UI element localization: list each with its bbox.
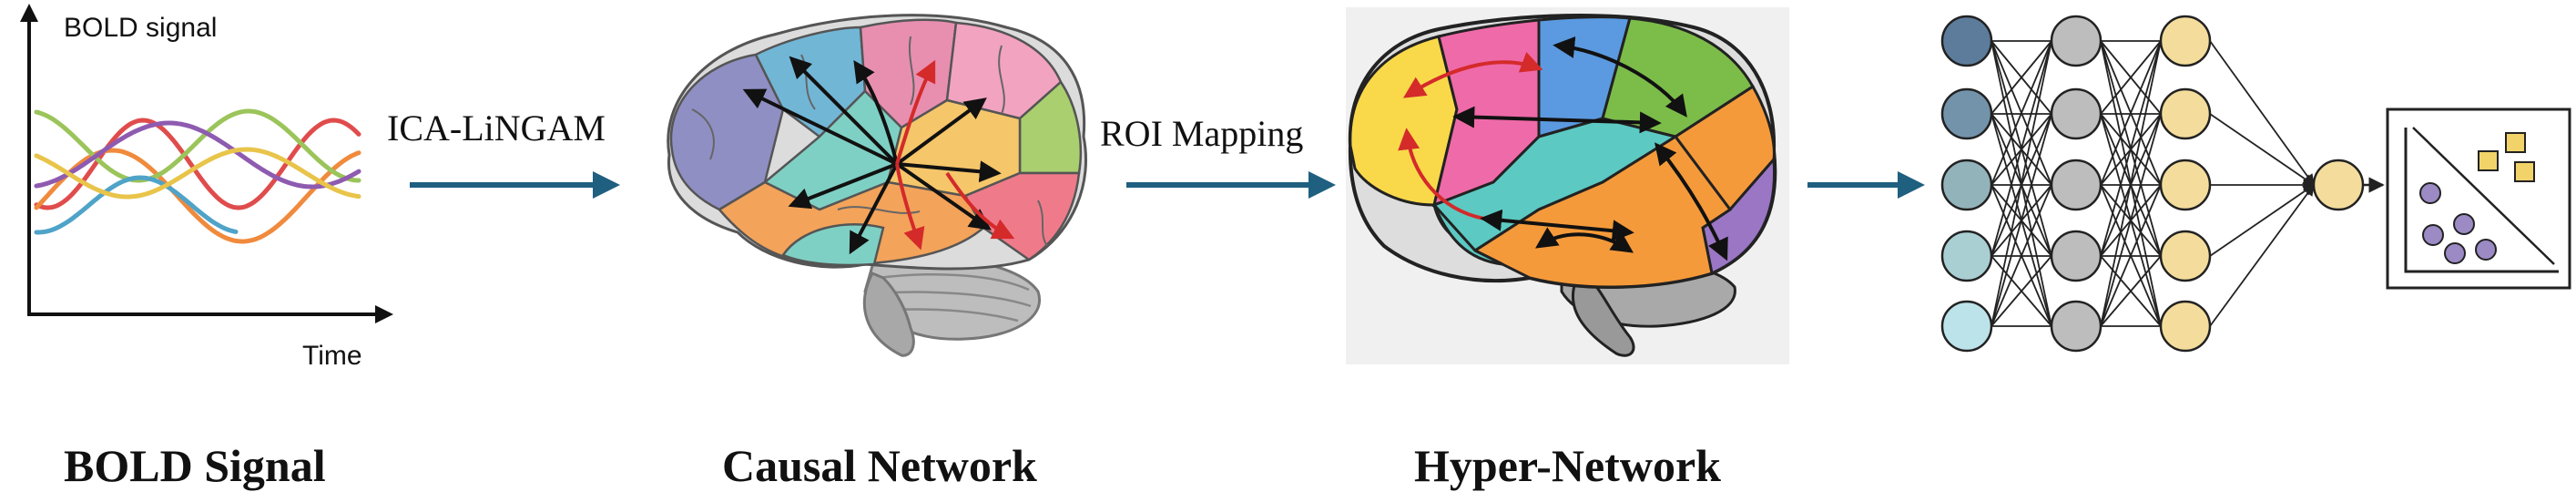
nn-edge (1991, 255, 2052, 327)
nn-edge (2100, 255, 2162, 327)
bold-wave (34, 108, 361, 183)
nn-edges (1991, 40, 2316, 327)
nn-nodes (1940, 15, 2365, 353)
bold-wave (34, 120, 361, 190)
x-axis-arrowhead (375, 305, 393, 323)
nn-edge (2209, 113, 2316, 186)
scatter-axes (2404, 128, 2559, 273)
causal-sulci (691, 36, 1048, 247)
classifier-scatter-panel (2386, 108, 2571, 290)
nn-edge (2209, 40, 2315, 187)
scatter-frame (2386, 108, 2571, 290)
cluster-b-circles (2419, 182, 2497, 264)
nn-edge (2100, 40, 2162, 327)
nn-node (1940, 87, 1993, 140)
nn-edge (2209, 184, 2316, 257)
bold-waves (34, 108, 361, 244)
nn-edge (1991, 184, 2052, 327)
neural-network (1940, 15, 2385, 353)
caption-hyper-network: Hyper-Network (1414, 440, 1721, 491)
hyper-edges (1398, 36, 1728, 261)
circle-point (2475, 239, 2497, 261)
nn-node (2159, 300, 2212, 353)
circle-point (2453, 213, 2475, 235)
step-arrow-ica-lingam: ICA-LiNGAM (387, 108, 620, 199)
nn-edge (2100, 40, 2162, 115)
bold-signal-panel: BOLD signal Time (20, 4, 393, 371)
square-point (2514, 161, 2535, 182)
nn-node (1940, 15, 1993, 67)
decision-boundary (2412, 127, 2555, 265)
bold-wave (34, 118, 361, 210)
nn-node (1940, 300, 1993, 353)
nn-node (2050, 15, 2103, 67)
y-axis-label: BOLD signal (64, 13, 217, 43)
causal-network-brain (667, 14, 1087, 357)
x-axis-label: Time (302, 341, 362, 371)
cluster-a-squares (2478, 132, 2535, 182)
square-point (2505, 132, 2526, 153)
nn-edge (2100, 184, 2162, 327)
nn-node (2159, 230, 2212, 282)
nn-edge (1991, 40, 2052, 115)
hyper-network-brain (1346, 7, 1789, 364)
nn-node (2050, 159, 2103, 211)
bold-wave (34, 175, 239, 235)
circle-point (2419, 182, 2441, 204)
caption-bold-signal: BOLD Signal (64, 440, 326, 491)
circle-point (2444, 242, 2466, 264)
nn-node (2159, 87, 2212, 140)
nn-edge (1991, 40, 2052, 327)
nn-node (2050, 230, 2103, 282)
nn-node (2159, 15, 2212, 67)
nn-node (2159, 159, 2212, 211)
step-label-ica-lingam: ICA-LiNGAM (387, 108, 606, 149)
nn-edge (1991, 40, 2052, 257)
circle-point (2422, 224, 2444, 246)
step-arrow-roi-mapping: ROI Mapping (1100, 113, 1336, 199)
nn-node (2312, 159, 2365, 211)
nn-edge (1991, 40, 2052, 186)
step-label-roi-mapping: ROI Mapping (1100, 113, 1303, 154)
nn-node (1940, 230, 1993, 282)
bold-wave (34, 148, 361, 244)
causal-edges (742, 56, 1015, 255)
nn-edge (2100, 40, 2162, 257)
nn-edge (2100, 113, 2162, 327)
nn-node (1940, 159, 1993, 211)
y-axis-arrowhead (20, 4, 38, 22)
cerebellum (863, 255, 1041, 357)
nn-node (2050, 300, 2103, 353)
nn-edge (1991, 113, 2052, 327)
nn-node (2050, 87, 2103, 140)
bold-wave (34, 147, 361, 200)
square-point (2478, 150, 2499, 171)
caption-causal-network: Causal Network (722, 440, 1037, 491)
nn-edge (2209, 183, 2315, 327)
nn-edge (2100, 40, 2162, 186)
